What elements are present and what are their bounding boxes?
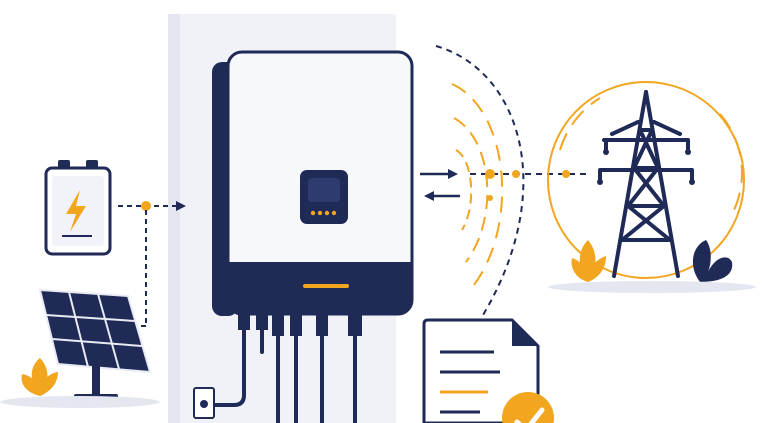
plant-icon bbox=[571, 240, 606, 282]
grid-exchange-arrows bbox=[420, 169, 460, 201]
power-outlet-icon bbox=[193, 387, 215, 419]
ground-shadow-left bbox=[0, 396, 160, 408]
check-badge-icon bbox=[502, 392, 554, 423]
battery-to-inverter-connector bbox=[118, 201, 186, 211]
wall-panel-edge bbox=[168, 14, 180, 423]
inverter-icon bbox=[208, 50, 414, 423]
signal-waves bbox=[435, 45, 590, 321]
plant-icon bbox=[21, 358, 58, 396]
bush-icon bbox=[692, 240, 733, 282]
solar-panel-icon bbox=[38, 288, 152, 400]
transmission-tower-icon bbox=[547, 81, 745, 279]
ground-shadow-right bbox=[548, 281, 756, 293]
battery-icon bbox=[44, 160, 112, 256]
document-icon bbox=[422, 318, 540, 423]
